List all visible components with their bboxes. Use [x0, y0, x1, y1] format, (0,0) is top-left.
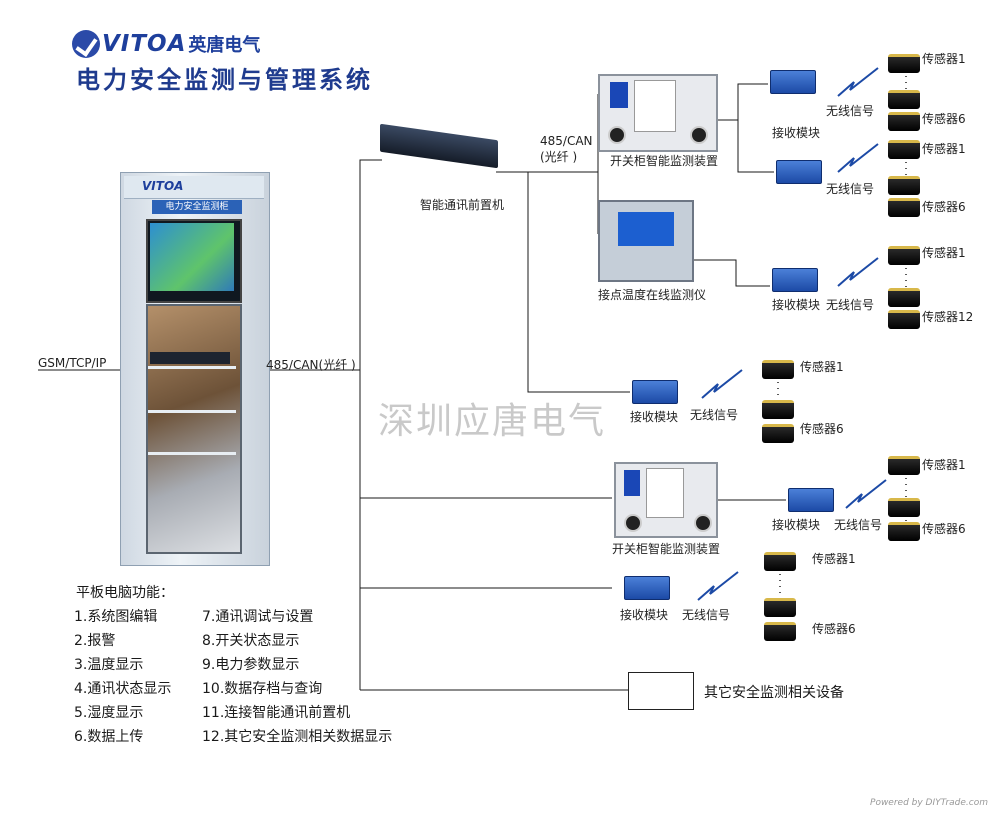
wireless-label: 无线信号	[826, 104, 875, 118]
receiver-label: 接收模块	[772, 298, 821, 312]
sensor-icon	[888, 54, 920, 73]
wireless-label: 无线信号	[834, 518, 883, 532]
cabinet-shelf	[148, 452, 236, 455]
receiver-label: 接收模块	[772, 518, 821, 532]
sensor-label: 传感器1	[922, 142, 966, 156]
sensor-label: 传感器6	[812, 622, 856, 636]
vitoa-logo-icon	[72, 30, 100, 58]
page-title: 电力安全监测与管理系统	[76, 66, 373, 94]
cabinet-shelf	[148, 410, 236, 413]
sensor-label: 传感器1	[812, 552, 856, 566]
bus-upper-label: 485/CAN	[540, 134, 593, 148]
temp-monitor-device	[598, 200, 694, 282]
sensor-icon	[888, 456, 920, 475]
footer-credit: Powered by DIYTrade.com	[870, 798, 988, 808]
sensor-icon	[888, 310, 920, 329]
wireless-label: 无线信号	[826, 298, 875, 312]
functions-title: 平板电脑功能：	[76, 585, 174, 601]
cabinet-shelf	[148, 366, 236, 369]
receiver-module	[788, 488, 834, 512]
function-item: 9.电力参数显示	[202, 657, 300, 673]
bus-main-label: 485/CAN(光纤 )	[266, 358, 356, 372]
front-end-label: 智能通讯前置机	[420, 198, 505, 212]
sensor-icon	[764, 598, 796, 617]
sensor-label: 传感器1	[922, 52, 966, 66]
function-item: 1.系统图编辑	[74, 609, 158, 625]
cabinet-label: 电力安全监测柜	[152, 200, 242, 214]
sensor-icon	[888, 498, 920, 517]
sensor-icon	[762, 400, 794, 419]
sensor-label: 传感器1	[922, 246, 966, 260]
switch-monitor-device	[614, 462, 718, 538]
receiver-module	[770, 70, 816, 94]
temp-monitor-label: 接点温度在线监测仪	[598, 288, 707, 302]
gsm-label: GSM/TCP/IP	[38, 356, 107, 370]
receiver-module	[632, 380, 678, 404]
receiver-label: 接收模块	[630, 410, 679, 424]
function-item: 4.通讯状态显示	[74, 681, 172, 697]
function-item: 12.其它安全监测相关数据显示	[202, 729, 393, 745]
sensor-label: 传感器6	[922, 522, 966, 536]
sensor-icon	[762, 424, 794, 443]
function-item: 8.开关状态显示	[202, 633, 300, 649]
wireless-label: 无线信号	[690, 408, 739, 422]
sensor-icon	[888, 198, 920, 217]
sensor-icon	[888, 288, 920, 307]
sensor-label: 传感器1	[800, 360, 844, 374]
wireless-label: 无线信号	[826, 182, 875, 196]
cabinet-header: VITOA	[124, 176, 264, 199]
tempmon-recv-line	[690, 259, 770, 287]
sensor-label: 传感器6	[922, 112, 966, 126]
wireless-signal-icon	[837, 67, 879, 97]
sensor-icon	[762, 360, 794, 379]
cabinet-brand: VITOA	[142, 179, 184, 193]
wireless-signal-icon	[701, 369, 743, 399]
watermark: 深圳应唐电气	[378, 401, 607, 442]
tablet-screen-display	[150, 223, 234, 291]
receiver-label: 接收模块	[620, 608, 669, 622]
switch-monitor-label: 开关柜智能监测装置	[610, 154, 719, 168]
cabinet-device	[150, 352, 230, 364]
sensor-label: 传感器6	[922, 200, 966, 214]
sensor-icon	[764, 622, 796, 641]
sensor-icon	[888, 522, 920, 541]
function-item: 10.数据存档与查询	[202, 681, 323, 697]
sensor-icon	[888, 112, 920, 131]
function-item: 7.通讯调试与设置	[202, 609, 314, 625]
wireless-signal-icon	[697, 571, 739, 601]
brand-name-cn: 英唐电气	[188, 35, 261, 56]
sensor-label: 传感器6	[800, 422, 844, 436]
function-item: 3.温度显示	[74, 657, 144, 673]
front-end-link-line	[496, 171, 630, 393]
brand-name: VITOA	[102, 31, 187, 57]
bus-upper-sub-label: (光纤 )	[540, 150, 578, 164]
function-item: 2.报警	[74, 633, 116, 649]
function-item: 11.连接智能通讯前置机	[202, 705, 351, 721]
sensor-icon	[888, 140, 920, 159]
sensor-icon	[888, 90, 920, 109]
sensor-icon	[888, 246, 920, 265]
receiver-module	[624, 576, 670, 600]
receiver-module	[772, 268, 818, 292]
sensor-label: 传感器12	[922, 310, 974, 324]
switch-monitor-label-2: 开关柜智能监测装置	[612, 542, 721, 556]
receiver-module	[776, 160, 822, 184]
function-item: 6.数据上传	[74, 729, 144, 745]
vitoa-logo: VITOA 英唐电气	[72, 30, 260, 58]
wireless-signal-icon	[837, 257, 879, 287]
wireless-signal-icon	[845, 479, 887, 509]
wireless-signal-icon	[837, 143, 879, 173]
other-equipment-box	[628, 672, 694, 710]
sensor-icon	[764, 552, 796, 571]
sensor-icon	[888, 176, 920, 195]
bus-vertical-line	[359, 159, 382, 690]
wireless-label: 无线信号	[682, 608, 731, 622]
panel1-recv-line	[716, 83, 774, 173]
cabinet-window	[146, 304, 242, 554]
receiver-label: 接收模块	[772, 126, 821, 140]
sensor-label: 传感器1	[922, 458, 966, 472]
switch-monitor-device	[598, 74, 718, 152]
function-item: 5.湿度显示	[74, 705, 144, 721]
other-equipment-label: 其它安全监测相关设备	[704, 685, 844, 701]
